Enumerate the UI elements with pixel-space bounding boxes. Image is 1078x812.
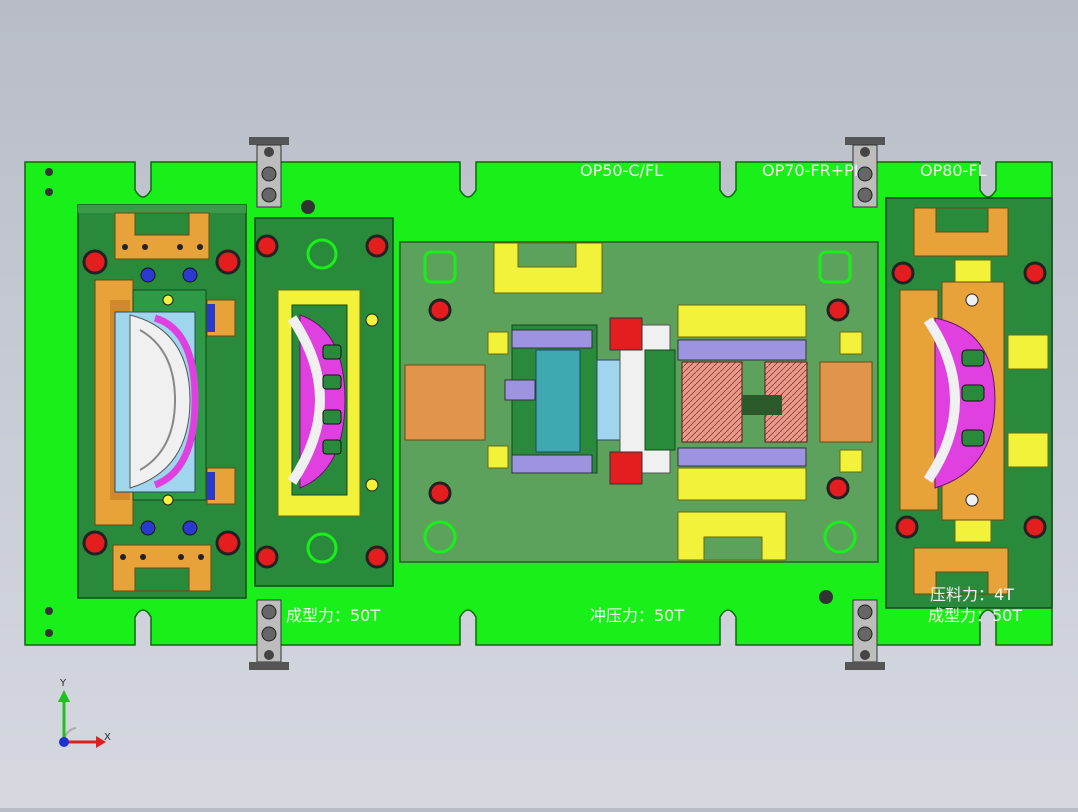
triad-y-label: Y	[60, 678, 67, 689]
label-op70: OP70-FR+PI	[762, 161, 858, 180]
station-op50-die[interactable]	[77, 204, 247, 599]
lifting-lug-bottom-right[interactable]	[845, 599, 885, 670]
station-op70-die[interactable]	[399, 241, 879, 563]
station-forming-die[interactable]	[254, 217, 394, 587]
label-force-stamping-center: 冲压力：50T	[590, 606, 684, 625]
lifting-lug-top-right[interactable]	[845, 137, 885, 208]
coordinate-triad[interactable]: Y X	[46, 678, 126, 754]
lifting-lug-bottom-left[interactable]	[249, 599, 289, 670]
label-op50: OP50-C/FL	[580, 161, 663, 180]
label-force-forming-left: 成型力：50T	[286, 606, 380, 625]
triad-arrows-icon	[58, 690, 106, 748]
label-force-holding-right: 压料力：4T	[930, 585, 1014, 604]
label-op80: OP80-FL	[920, 161, 987, 180]
station-op80-die[interactable]	[885, 197, 1053, 609]
triad-x-label: X	[104, 732, 111, 743]
lifting-lug-top-left[interactable]	[249, 137, 289, 208]
label-force-forming-right: 成型力：50T	[928, 606, 1022, 625]
